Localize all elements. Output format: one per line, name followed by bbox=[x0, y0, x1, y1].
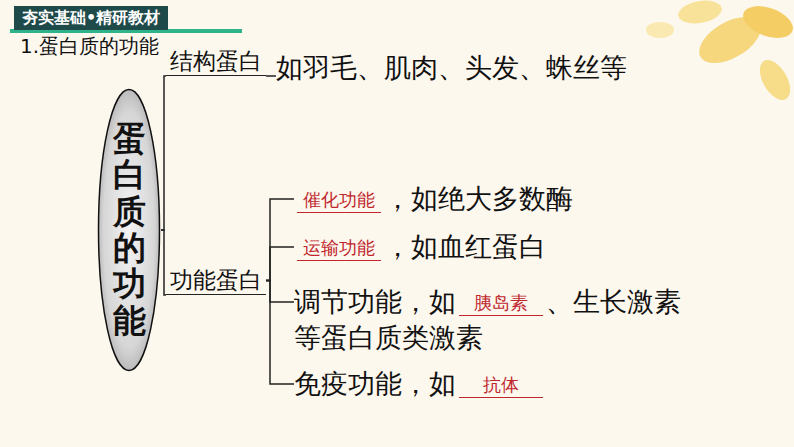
category-label: 功能蛋白 bbox=[166, 266, 266, 295]
item-text: ，如血红蛋白 bbox=[384, 231, 546, 262]
topic-ellipse: 蛋白质的功能 bbox=[97, 88, 161, 372]
topic-text: 蛋白质的功能 bbox=[113, 121, 146, 339]
section-banner: 夯实基础•精研教材 bbox=[14, 6, 168, 30]
tree-connector bbox=[266, 247, 294, 281]
function-item: 免疫功能，如抗体 bbox=[294, 366, 546, 402]
item-text: 调节功能，如 bbox=[294, 286, 456, 317]
tree-connector bbox=[266, 281, 294, 385]
flower-decoration bbox=[646, 0, 794, 105]
answer-blank: 催化功能 bbox=[297, 188, 381, 213]
item-text: 如羽毛、肌肉、头发、蛛丝等 bbox=[276, 52, 627, 83]
function-item: 运输功能，如血红蛋白 bbox=[294, 229, 546, 265]
answer-blank: 运输功能 bbox=[297, 236, 381, 261]
item-text: 免疫功能，如 bbox=[294, 368, 456, 399]
function-item: 如羽毛、肌肉、头发、蛛丝等 bbox=[276, 50, 627, 86]
item-text: 功能蛋白 bbox=[170, 267, 262, 293]
answer-blank: 抗体 bbox=[459, 373, 543, 398]
category-label: 结构蛋白 bbox=[166, 47, 266, 76]
tree-connector bbox=[266, 199, 294, 281]
tree-connector bbox=[161, 76, 166, 230]
item-text: ，如绝大多数酶 bbox=[384, 183, 573, 214]
item-text: 结构蛋白 bbox=[170, 48, 262, 74]
function-item: 催化功能，如绝大多数酶 bbox=[294, 181, 573, 217]
tree-connector bbox=[266, 75, 276, 77]
section-heading: 1.蛋白质的功能 bbox=[20, 32, 159, 60]
answer-blank: 胰岛素 bbox=[459, 291, 543, 316]
function-item: 调节功能，如胰岛素、生长激素等蛋白质类激素 bbox=[294, 284, 704, 356]
